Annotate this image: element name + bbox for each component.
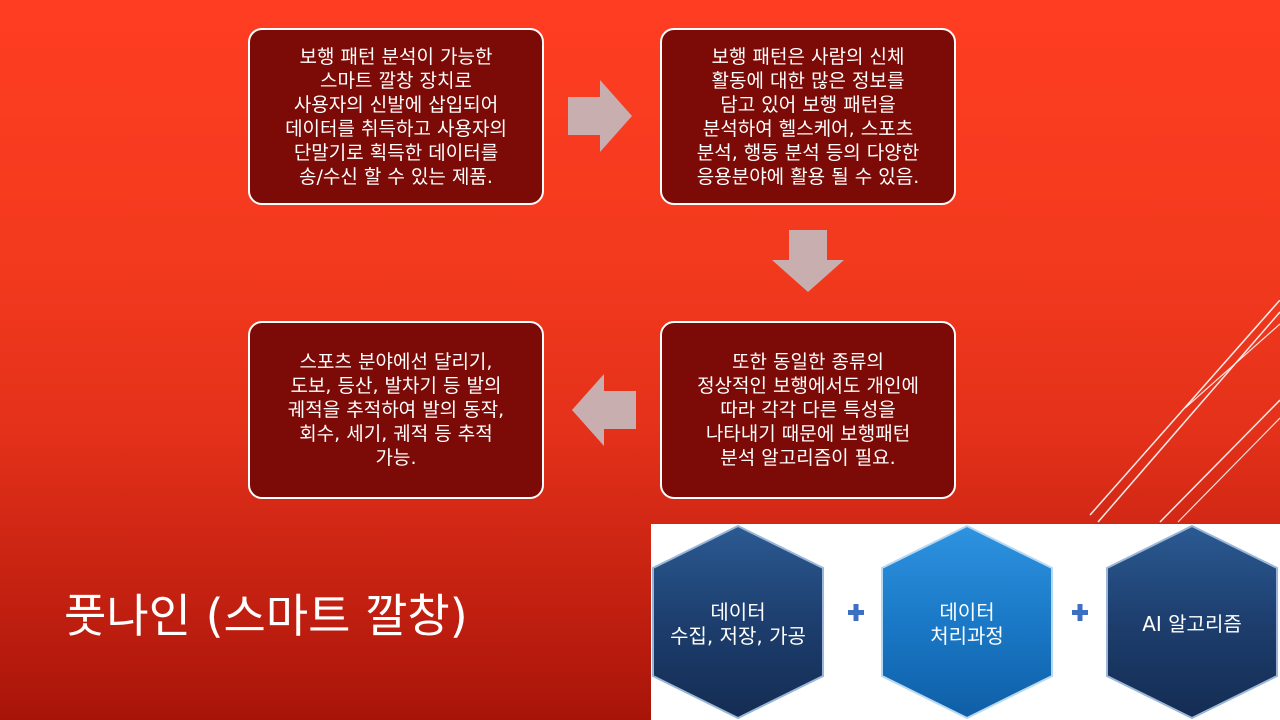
pipeline-label-line: 데이터 (939, 600, 995, 624)
box-line: 담고 있어 보행 패턴을 (720, 93, 896, 116)
box-line: 스마트 깔창 장치로 (320, 69, 472, 92)
box-line: 또한 동일한 종류의 (732, 351, 884, 373)
box-line: 정상적인 보행에서도 개인에 (697, 375, 919, 397)
box-line: 분석하여 헬스케어, 스포츠 (702, 117, 914, 140)
pipeline-label-line: 수집, 저장, 가공 (670, 624, 806, 648)
flow-box-algorithm-need: 또한 동일한 종류의 정상적인 보행에서도 개인에 따라 각각 다른 특성을 나… (660, 321, 956, 499)
box-line: 궤적을 추적하여 발의 동작, (287, 399, 505, 421)
pipeline-step-ai-algorithm: AI 알고리즘 (1105, 612, 1279, 636)
box-line: 송/수신 할 수 있는 제품. (299, 165, 493, 188)
hexagon-ai-algorithm (1106, 524, 1278, 720)
plus-icon (1072, 604, 1088, 621)
pipeline-label-line: AI 알고리즘 (1142, 612, 1242, 636)
slide-title: 풋나인 (스마트 깔창) (64, 589, 468, 643)
box-line: 활동에 대한 많은 정보를 (711, 69, 905, 92)
flow-box-sports-application: 스포츠 분야에선 달리기, 도보, 등산, 발차기 등 발의 궤적을 추적하여 … (248, 321, 544, 499)
plus-icon (848, 604, 864, 621)
box-line: 보행 패턴은 사람의 신체 (711, 45, 905, 68)
box-line: 도보, 등산, 발차기 등 발의 (290, 375, 502, 397)
flow-box-product-description: 보행 패턴 분석이 가능한 스마트 깔창 장치로 사용자의 신발에 삽입되어 데… (248, 28, 544, 205)
hexagon-data-collection (652, 524, 824, 720)
flow-box-gait-pattern-info: 보행 패턴은 사람의 신체 활동에 대한 많은 정보를 담고 있어 보행 패턴을… (660, 28, 956, 205)
arrow-right-icon (568, 80, 632, 152)
box-line: 나타내기 때문에 보행패턴 (705, 423, 911, 445)
pipeline-panel: 데이터 수집, 저장, 가공 데이터 처리과정 AI 알고리즘 (651, 524, 1280, 720)
arrow-down-icon (772, 230, 844, 292)
box-line: 가능. (375, 447, 417, 469)
box-line: 따라 각각 다른 특성을 (720, 399, 896, 421)
pipeline-step-data-processing: 데이터 처리과정 (880, 600, 1054, 648)
box-line: 보행 패턴 분석이 가능한 (299, 45, 493, 68)
box-line: 단말기로 획득한 데이터를 (293, 141, 499, 164)
box-line: 회수, 세기, 궤적 등 추적 (299, 423, 493, 445)
arrow-left-icon (572, 374, 636, 446)
box-line: 사용자의 신발에 삽입되어 (293, 93, 499, 116)
decorative-lines (1089, 300, 1280, 523)
hexagon-data-processing (881, 524, 1053, 720)
pipeline-label-line: 데이터 (710, 600, 766, 624)
box-line: 분석 알고리즘이 필요. (720, 447, 896, 469)
pipeline-graphic (652, 524, 1278, 720)
box-line: 스포츠 분야에선 달리기, (299, 351, 493, 373)
box-line: 데이터를 취득하고 사용자의 (285, 117, 507, 140)
box-line: 응용분야에 활용 될 수 있음. (696, 165, 920, 188)
pipeline-label-line: 처리과정 (930, 624, 1004, 648)
pipeline-step-data-collection: 데이터 수집, 저장, 가공 (651, 600, 825, 648)
box-line: 분석, 행동 분석 등의 다양한 (696, 141, 920, 164)
